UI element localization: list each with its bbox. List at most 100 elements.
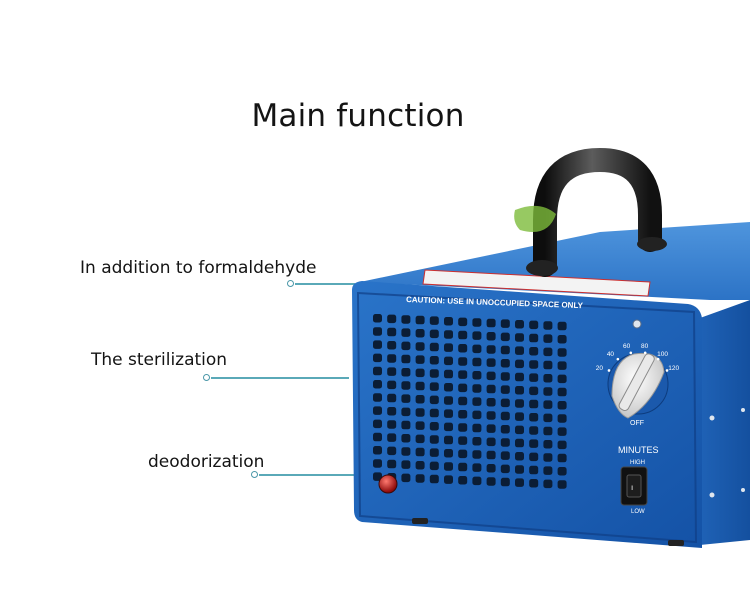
vent-hole (415, 474, 425, 483)
vent-hole (472, 437, 482, 446)
vent-hole (486, 345, 496, 354)
device-right-side (700, 300, 750, 545)
vent-hole (472, 371, 482, 380)
vent-hole (387, 354, 397, 363)
leader-line-formaldehyde (295, 283, 355, 285)
vent-hole (486, 398, 496, 407)
timer-tick (607, 369, 611, 372)
vent-hole (373, 314, 382, 323)
vent-hole (500, 385, 510, 394)
vent-hole (458, 357, 468, 366)
vent-hole (458, 462, 468, 472)
vent-hole (444, 356, 453, 366)
vent-hole (529, 333, 539, 343)
vent-hole (401, 354, 411, 364)
vent-hole (472, 344, 482, 354)
vent-hole (458, 383, 468, 393)
vent-hole (444, 449, 453, 458)
timer-mark-label: 80 (641, 343, 649, 350)
high-label: HIGH (630, 460, 645, 466)
vent-hole (458, 476, 468, 485)
vent-hole (557, 348, 567, 357)
vent-hole (515, 372, 524, 382)
vent-hole (415, 315, 425, 325)
vent-hole (529, 426, 539, 435)
vent-hole (472, 331, 482, 340)
vent-hole (515, 478, 524, 487)
vent-hole (543, 479, 553, 489)
vent-hole (373, 353, 382, 363)
vent-hole (472, 318, 482, 327)
vent-hole (415, 461, 425, 470)
vent-hole (429, 435, 439, 444)
vent-hole (387, 327, 397, 337)
feature-label-formaldehyde: In addition to formaldehyde (80, 258, 317, 278)
vent-hole (444, 330, 453, 339)
vent-hole (373, 393, 382, 402)
vent-hole (500, 464, 510, 474)
vent-hole (444, 369, 453, 379)
vent-hole (444, 462, 453, 471)
vent-hole (557, 387, 567, 397)
vent-hole (429, 356, 439, 365)
timer-mark-label: 120 (668, 365, 679, 372)
vent-hole (557, 414, 567, 423)
vent-hole (500, 477, 510, 487)
vent-hole (444, 383, 453, 392)
vent-hole (429, 422, 439, 431)
vent-hole (444, 396, 453, 405)
vent-hole (429, 395, 439, 405)
vent-hole (529, 452, 539, 462)
leader-line-deodorization (259, 474, 359, 476)
vent-hole (458, 317, 468, 327)
vent-hole (429, 474, 439, 484)
vent-hole (401, 368, 411, 377)
vent-hole (401, 473, 411, 483)
vent-hole (515, 320, 524, 329)
vent-hole (387, 433, 397, 442)
vent-hole (444, 475, 453, 484)
vent-hole (472, 397, 482, 406)
vent-hole (500, 372, 510, 381)
vent-hole (387, 380, 397, 390)
vent-hole (543, 440, 553, 449)
vent-hole (486, 477, 496, 486)
vent-hole (444, 317, 453, 326)
vent-hole (373, 340, 382, 349)
vent-hole (429, 369, 439, 378)
vent-hole (429, 329, 439, 339)
vent-hole (472, 410, 482, 420)
leader-dot-sterilization (203, 374, 210, 381)
vent-hole (500, 411, 510, 421)
vent-hole (387, 314, 397, 324)
vent-hole (429, 342, 439, 352)
vent-hole (415, 368, 425, 378)
vent-hole (529, 479, 539, 488)
timer-tick (665, 369, 669, 372)
leaf-decoration (514, 205, 556, 232)
timer-off-label: OFF (630, 420, 644, 427)
vent-hole (543, 360, 553, 370)
vent-hole (543, 413, 553, 423)
vent-hole (401, 341, 411, 351)
vent-hole (543, 426, 553, 436)
vent-hole (458, 410, 468, 419)
vent-hole (458, 436, 468, 445)
vent-hole (543, 400, 553, 409)
vent-hole (415, 329, 425, 338)
vent-hole (401, 434, 411, 443)
vent-hole (500, 425, 510, 434)
vent-hole (529, 373, 539, 382)
vent-hole (515, 425, 524, 435)
vent-hole (458, 370, 468, 379)
vent-hole (387, 393, 397, 403)
vent-hole (515, 438, 524, 448)
vent-hole (373, 419, 382, 429)
vent-hole (415, 355, 425, 364)
vent-hole (401, 328, 411, 337)
vent-hole (429, 382, 439, 391)
vent-hole (486, 384, 496, 394)
vent-hole (543, 387, 553, 396)
vent-hole (486, 424, 496, 433)
